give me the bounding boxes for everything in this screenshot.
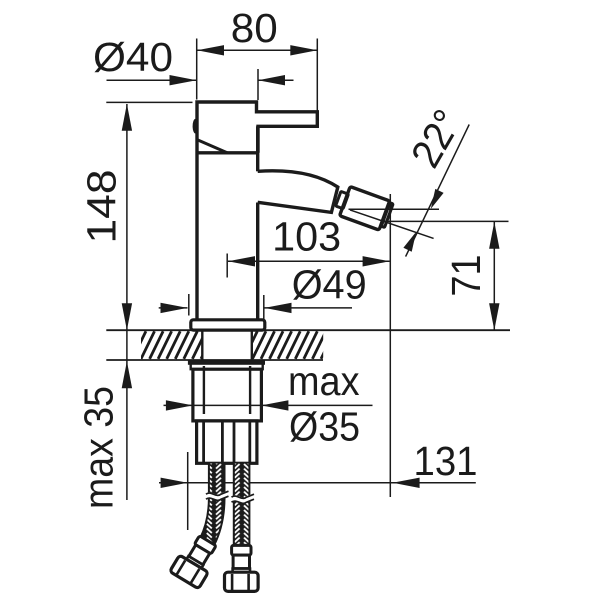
svg-text:80: 80 (231, 5, 278, 51)
svg-text:Ø40: Ø40 (93, 34, 173, 80)
svg-text:Ø49: Ø49 (292, 262, 367, 308)
svg-text:103: 103 (272, 213, 341, 259)
svg-text:71: 71 (443, 255, 489, 297)
svg-text:max: max (288, 358, 360, 404)
svg-text:Ø35: Ø35 (289, 404, 360, 450)
svg-text:max 35: max 35 (75, 386, 121, 509)
svg-text:131: 131 (414, 438, 478, 484)
svg-text:148: 148 (79, 170, 125, 244)
